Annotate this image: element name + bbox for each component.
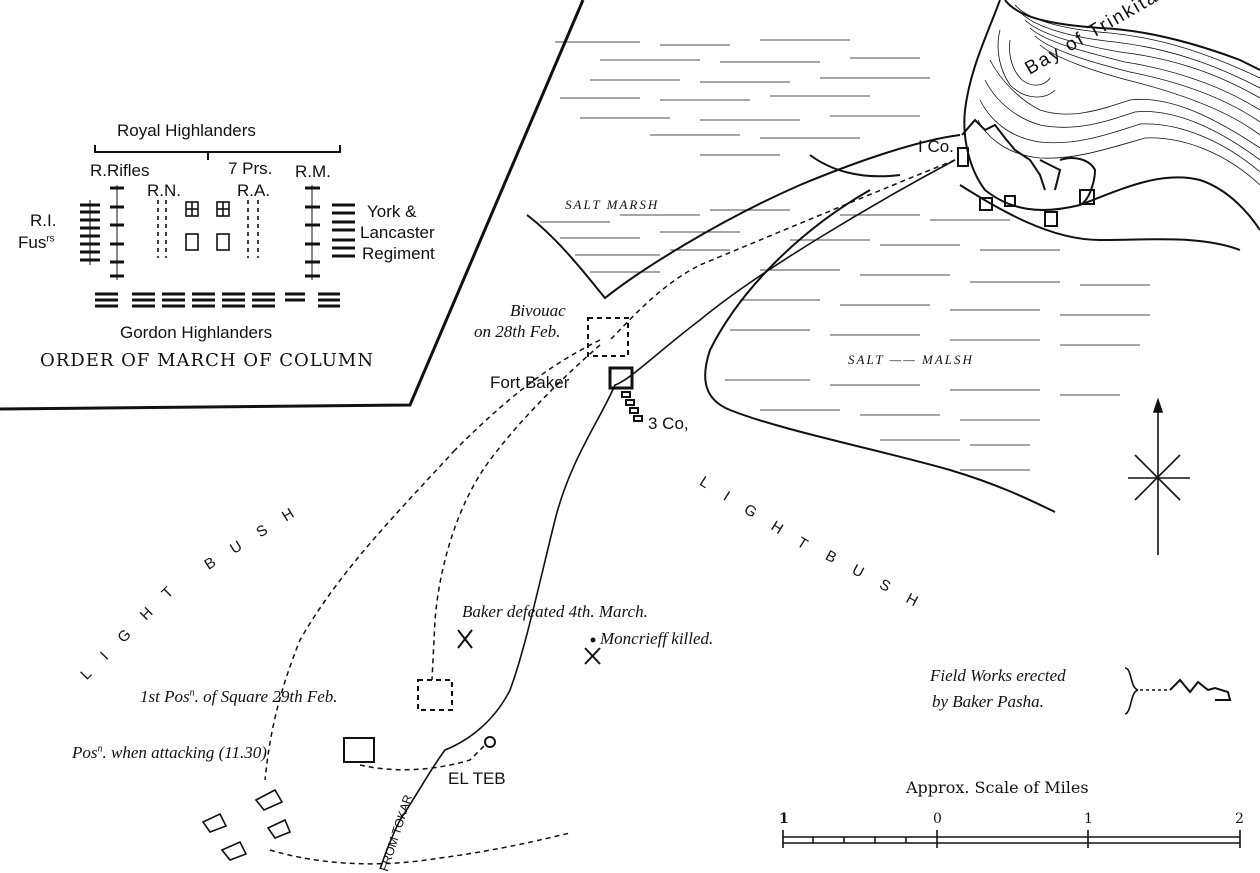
first-position-label: 1st Posn. of Square 29th Feb.	[140, 687, 338, 706]
bivouac-square	[587, 317, 629, 357]
moncrieff-point	[590, 637, 596, 643]
moncrieff-label: Moncrieff killed.	[600, 629, 714, 648]
first-position-square	[417, 679, 453, 711]
scale-title: Approx. Scale of Miles	[906, 778, 1089, 797]
el-teb-label: EL TEB	[448, 769, 506, 788]
baker-defeated-label: Baker defeated 4th. March.	[462, 602, 648, 621]
three-co-label: 3 Co,	[648, 414, 689, 433]
r-n-label: R.N.	[147, 181, 181, 200]
field-works-label-1: Field Works erected	[930, 666, 1066, 685]
salt-marsh-upper-label: SALT MARSH	[565, 197, 660, 212]
field-works-legend	[1124, 667, 1232, 715]
salt-marsh-lower-label: SALT —— MALSH	[848, 352, 974, 367]
scale-tick-1: 1	[779, 811, 789, 827]
r-a-label: R.A.	[237, 181, 271, 200]
field-works-label-2: by Baker Pasha.	[932, 692, 1044, 711]
regiment-label: Regiment	[362, 244, 435, 263]
bivouac-label-1: Bivouac	[510, 301, 566, 320]
r-i-label: R.I.	[30, 211, 57, 230]
square-markers	[343, 317, 643, 763]
inset-border	[0, 0, 585, 411]
lancaster-label: Lancaster	[360, 223, 435, 242]
gordon-label: Gordon Highlanders	[120, 323, 273, 342]
scale-tick-0: 0	[933, 811, 942, 827]
attacking-position-square	[343, 737, 375, 763]
scale-tick-1b: 1	[1084, 811, 1093, 827]
fus-label: Fusrs	[18, 233, 55, 252]
scale-bar	[782, 830, 1241, 848]
fort-baker-square	[608, 366, 634, 390]
march-routes	[264, 159, 956, 865]
fort-baker-label: Fort Baker	[490, 373, 570, 392]
salt-marsh-lower	[704, 184, 1241, 513]
enemy-positions	[201, 788, 292, 861]
inset-formation	[80, 145, 355, 308]
inset-title: ORDER OF MARCH OF COLUMN	[40, 350, 375, 371]
compass-rose-icon	[1128, 397, 1190, 555]
seven-prs-label: 7 Prs.	[228, 159, 273, 178]
crossed-swords-icon	[457, 629, 601, 665]
one-co-label: I Co.	[918, 137, 954, 156]
r-m-label: R.M.	[295, 162, 331, 181]
salt-marsh-upper	[526, 134, 961, 300]
trinkitat-forts	[957, 118, 1095, 227]
bivouac-label-2: on 28th Feb.	[474, 322, 561, 341]
scale-tick-2: 2	[1235, 811, 1244, 827]
coastline	[963, 0, 1260, 231]
royal-highlanders-label: Royal Highlanders	[117, 121, 256, 140]
attacking-position-label: Posn. when attacking (11.30)	[72, 743, 267, 762]
road	[379, 159, 956, 869]
marsh-hatching	[540, 39, 1150, 471]
r-rifles-label: R.Rifles	[90, 161, 150, 180]
york-label: York &	[367, 202, 417, 221]
